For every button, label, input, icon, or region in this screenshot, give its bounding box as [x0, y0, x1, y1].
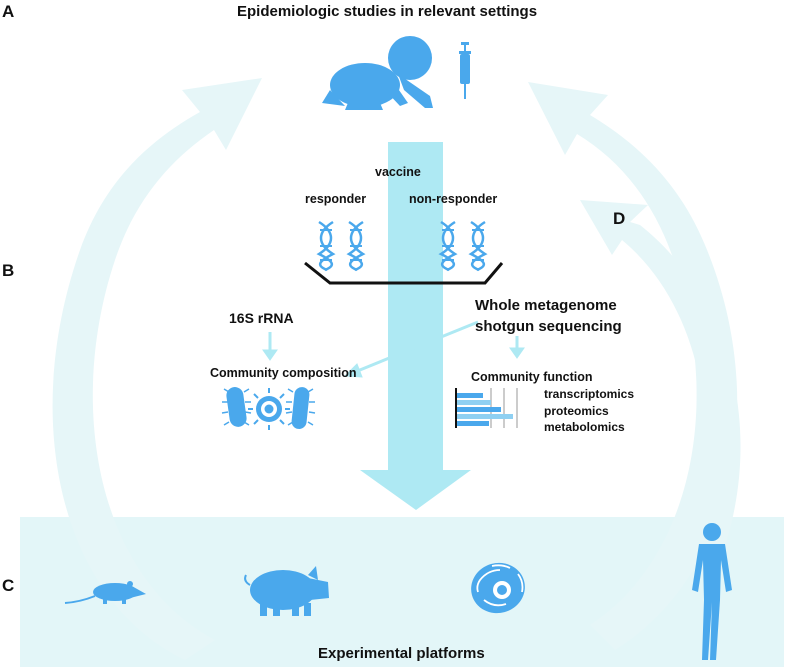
community-composition-label: Community composition: [210, 366, 357, 380]
cycle-arrows: [52, 78, 741, 660]
left-cycle-arrow: [52, 78, 262, 660]
panel-label-d: D: [613, 209, 626, 228]
bacterium-icon: [285, 387, 316, 429]
central-arrow: [360, 142, 471, 510]
syringe-icon: [459, 42, 471, 99]
panel-label-a: A: [2, 2, 15, 21]
omics-transcriptomics: transcriptomics: [544, 387, 635, 401]
rat-icon: [64, 581, 146, 604]
baby-icon: [322, 36, 433, 110]
panel-label-c: C: [2, 576, 15, 595]
wgs-label-line2: shotgun sequencing: [475, 318, 622, 335]
human-icon: [692, 523, 732, 660]
virus-icon: [248, 388, 290, 430]
top-title: Epidemiologic studies in relevant settin…: [237, 3, 538, 20]
dna-icon: [316, 220, 336, 272]
panel-label-b: B: [2, 261, 15, 280]
dna-icon: [438, 220, 458, 272]
dna-icon: [468, 220, 488, 272]
rrna-label: 16S rRNA: [229, 310, 294, 326]
inner-right-arrow: [580, 200, 741, 560]
community-function-label: Community function: [471, 370, 593, 384]
bacteria-icons: [221, 387, 316, 430]
function-bar-glyph: [455, 388, 518, 428]
bottom-title: Experimental platforms: [318, 645, 485, 662]
non-responder-label: non-responder: [409, 192, 498, 206]
omics-proteomics: proteomics: [544, 404, 609, 418]
wgs-label-line1: Whole metagenome: [475, 297, 617, 314]
vaccine-label: vaccine: [375, 165, 421, 179]
pig-icon: [244, 566, 329, 616]
responder-label: responder: [305, 192, 367, 206]
sequencing-bracket: [304, 261, 504, 285]
dna-icons: [316, 220, 488, 272]
right-cycle-arrow: [528, 82, 738, 650]
omics-metabolomics: metabolomics: [544, 420, 625, 434]
bacterium-icon: [221, 387, 252, 427]
cell-icon: [471, 562, 525, 614]
dna-icon: [346, 220, 366, 272]
small-arrows: [262, 320, 525, 378]
